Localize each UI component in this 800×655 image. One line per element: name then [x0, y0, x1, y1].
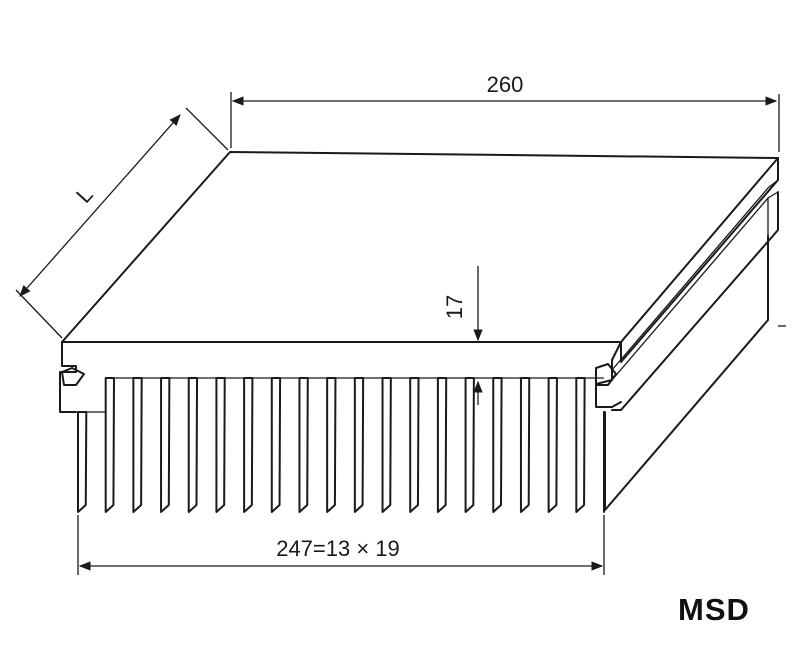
fin: [409, 377, 420, 513]
dim-260-label: 260: [487, 72, 524, 97]
model-label: MSD: [678, 592, 750, 627]
right-side-face: [620, 157, 779, 363]
right-rail: [611, 191, 779, 411]
top-face: [61, 151, 779, 343]
fin: [436, 377, 448, 513]
right-groove: [595, 363, 617, 386]
left-groove: [61, 367, 85, 386]
fin: [243, 377, 254, 513]
fin: [270, 377, 282, 513]
dim-l-label: L: [71, 182, 98, 208]
fin: [547, 377, 558, 513]
fin: [298, 377, 309, 513]
dim-l-ext-top: [185, 107, 229, 151]
fin-side-face: [604, 235, 769, 511]
fin: [132, 377, 143, 513]
fin: [353, 377, 365, 513]
fin: [381, 377, 392, 513]
dim-l-line: [19, 114, 181, 297]
fin: [519, 377, 531, 513]
fin: [160, 377, 171, 513]
base-front-face: [61, 341, 622, 408]
fin: [215, 377, 226, 513]
fin: [104, 377, 115, 513]
right-rail-lines: [611, 179, 779, 381]
fin: [575, 377, 586, 513]
fin: [77, 411, 88, 513]
fin-array: [77, 377, 605, 513]
dim-l-ext-bottom: [15, 289, 63, 339]
fin: [464, 377, 475, 513]
base-left-edge: [59, 341, 77, 413]
dim-17-label: 17: [442, 295, 467, 319]
fin: [326, 377, 337, 513]
fin: [492, 377, 503, 513]
fin: [187, 377, 199, 513]
dim-247-label: 247=13 × 19: [276, 536, 400, 561]
